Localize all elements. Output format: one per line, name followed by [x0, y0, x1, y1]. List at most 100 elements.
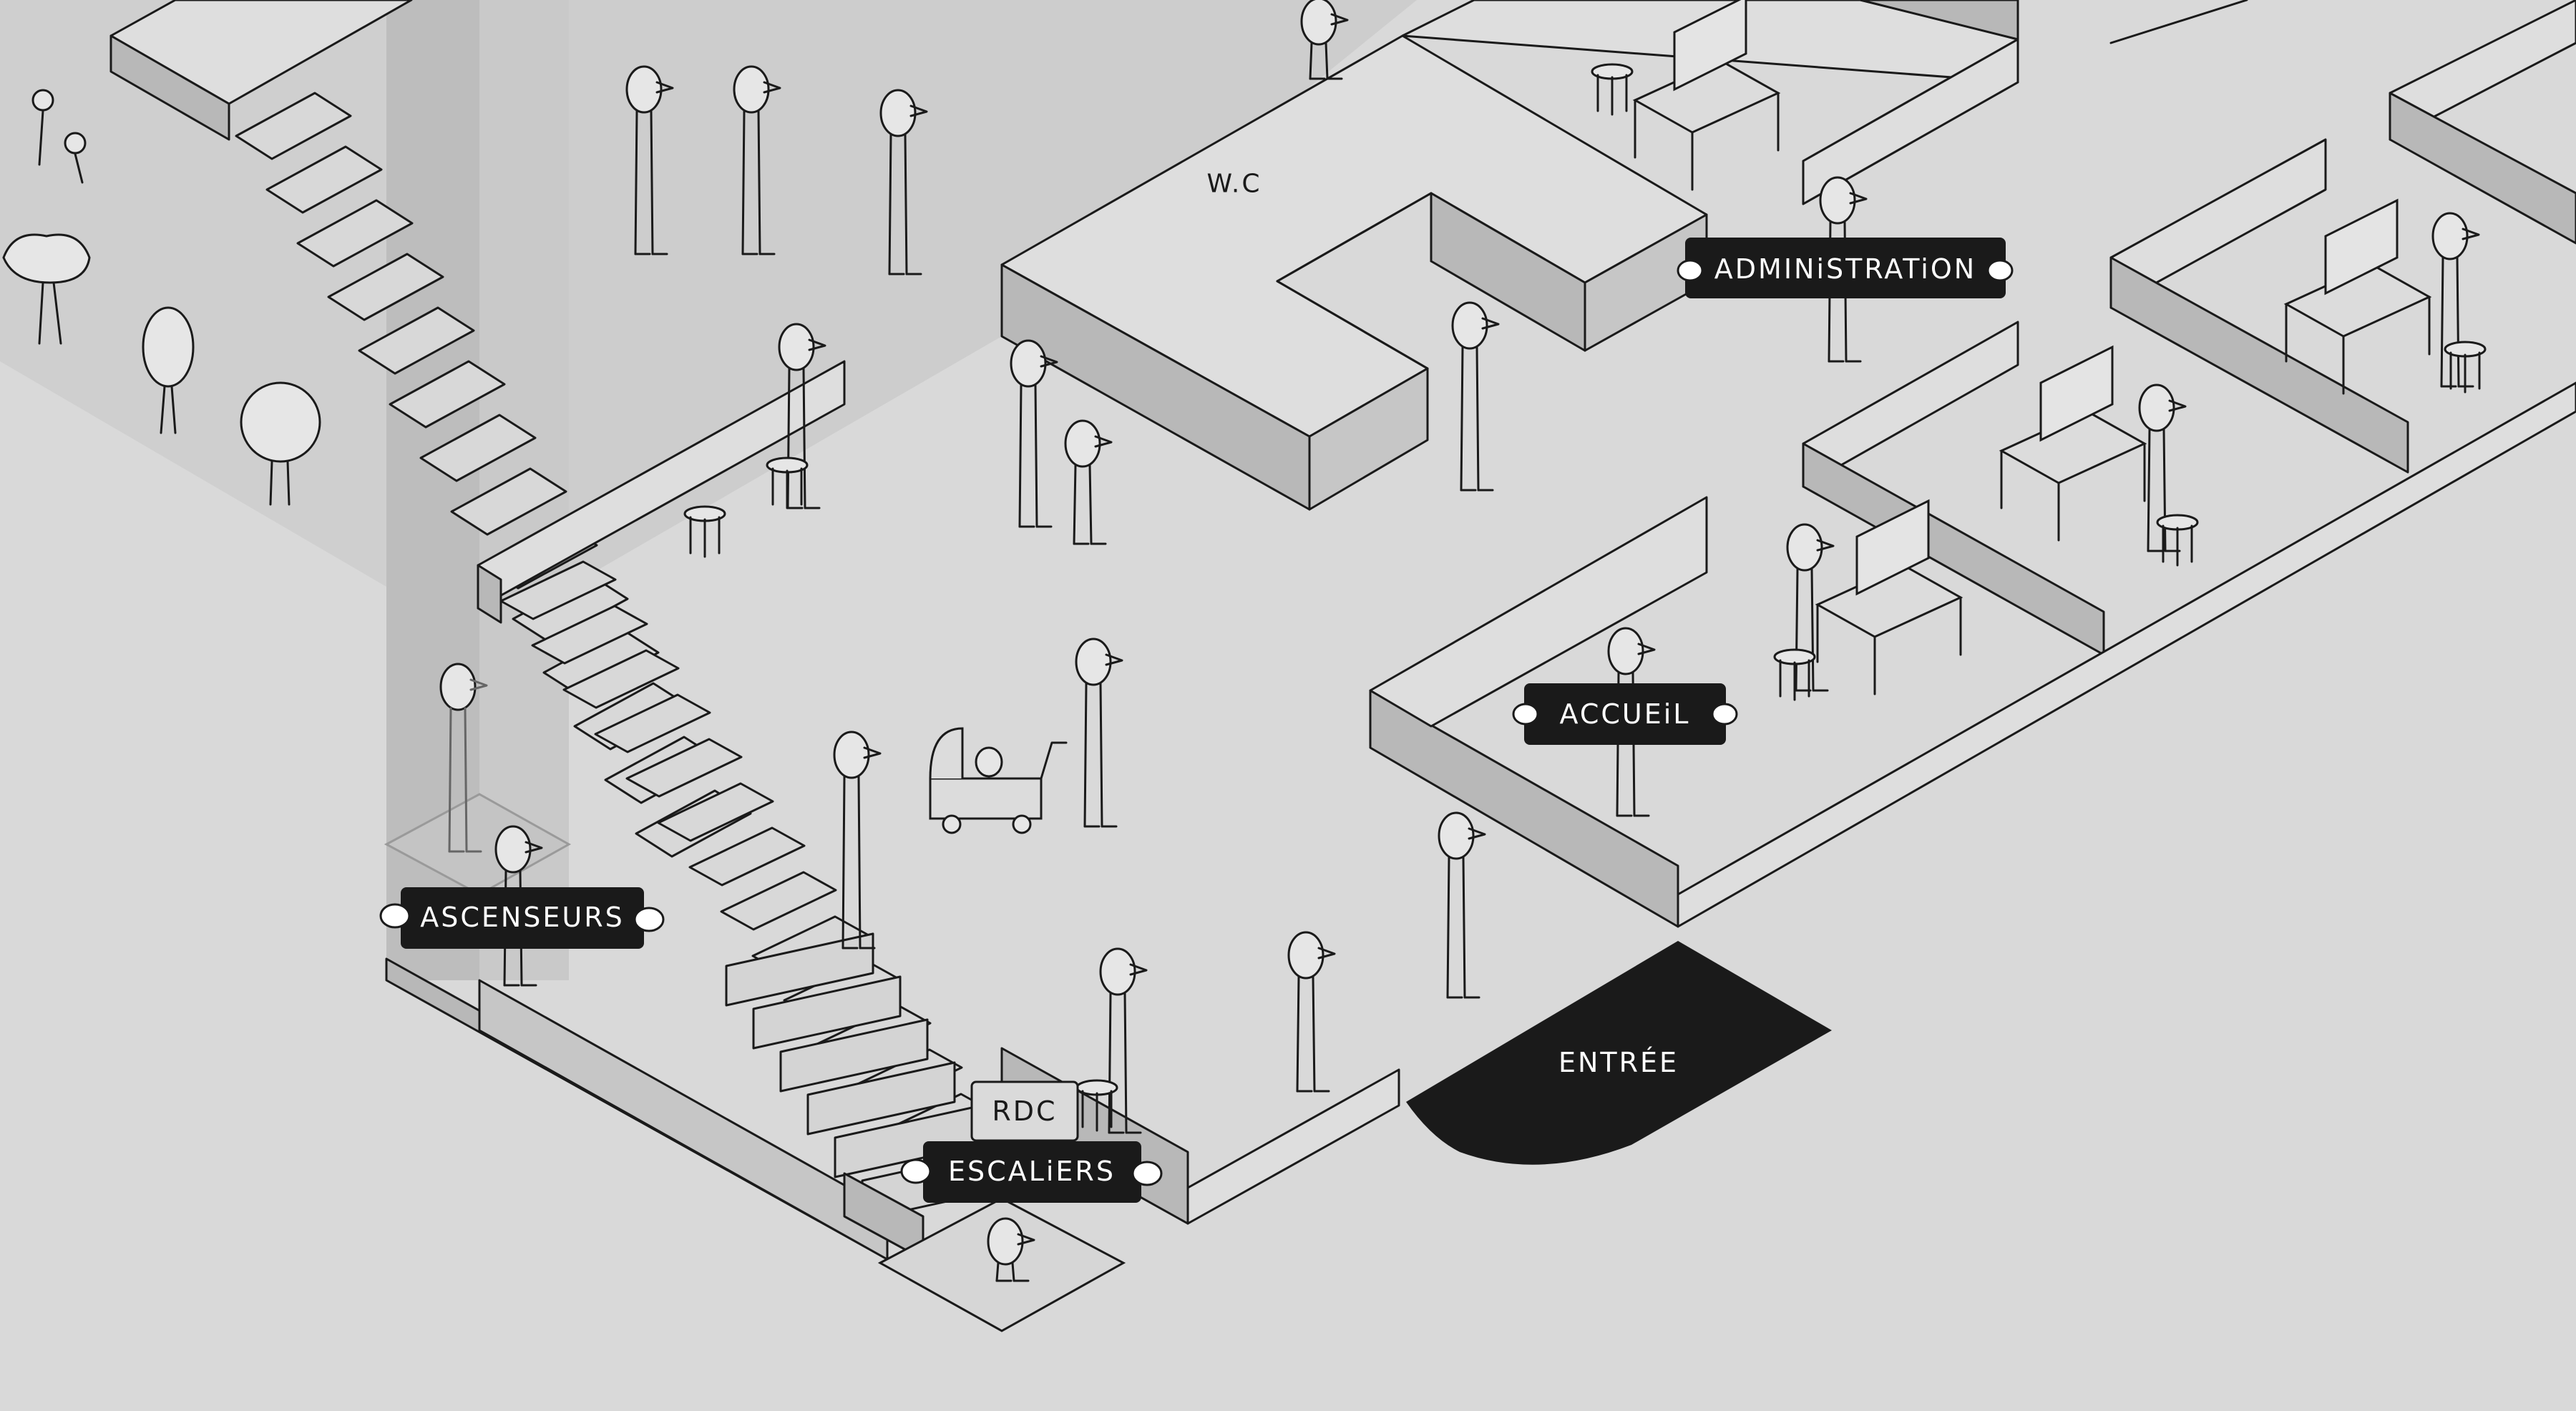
leg-icon: [1324, 42, 1329, 80]
leg-icon: [904, 133, 908, 275]
leg-icon: [1018, 384, 1023, 528]
beak-icon: [1481, 317, 1500, 330]
leg-icon: [1088, 464, 1093, 545]
head-icon: [625, 65, 663, 114]
leg-icon: [2456, 256, 2460, 388]
head-icon: [439, 663, 477, 711]
stair-step: [806, 1061, 956, 1136]
beak-icon: [525, 841, 543, 854]
round-tree-icon: [240, 381, 321, 506]
leg-icon: [650, 109, 654, 255]
monitor-icon: [2324, 198, 2399, 296]
wc-label: W.C: [1206, 170, 1262, 199]
bush-icon: [142, 306, 195, 434]
stair-tread: [499, 560, 617, 620]
stair-tread: [419, 414, 537, 482]
leg-icon: [1108, 992, 1112, 1134]
stair-tread: [531, 605, 648, 665]
beak-icon: [1330, 13, 1349, 26]
leg-icon: [1309, 42, 1313, 80]
sign-rdc-label: RDC: [992, 1095, 1057, 1127]
person-figure: [439, 663, 488, 853]
head-icon: [987, 1217, 1024, 1266]
stair-tread: [296, 199, 414, 268]
sign-ascenseurs: ASCENSEURS: [379, 887, 665, 949]
head-icon: [778, 323, 815, 371]
stair-tread: [657, 782, 774, 842]
head-icon: [1010, 339, 1047, 388]
desk-icon: [2283, 198, 2432, 395]
sign-accueil: ACCUEiL: [1512, 683, 1738, 745]
head-icon: [1300, 0, 1337, 46]
beak-icon: [1468, 827, 1486, 840]
stair-tread: [625, 738, 743, 798]
head-icon: [2431, 212, 2469, 260]
person-figure: [778, 323, 826, 509]
person-figure: [1064, 419, 1113, 545]
head-icon: [1786, 523, 1823, 572]
leg-icon: [634, 109, 638, 255]
wc-block: [1000, 34, 1708, 511]
leg-icon: [1011, 1261, 1015, 1282]
leg-icon: [1446, 856, 1450, 999]
leg-icon: [1475, 346, 1480, 492]
sign-accueil-label: ACCUEiL: [1560, 698, 1691, 730]
elevator-cab: [384, 793, 572, 896]
beak-icon: [863, 746, 882, 759]
person-figure: [733, 65, 781, 255]
staircase: [235, 92, 1010, 1221]
beak-icon: [1816, 539, 1835, 552]
beak-icon: [1129, 963, 1148, 976]
person-figure: [1075, 638, 1123, 828]
leg-icon: [2440, 256, 2444, 388]
stair-tread: [327, 253, 444, 321]
leg-icon: [841, 775, 846, 949]
sign-ascenseurs-label: ASCENSEURS: [420, 902, 625, 933]
monitor-icon: [1855, 499, 1930, 596]
beak-icon: [763, 81, 781, 94]
leg-icon: [1312, 975, 1316, 1093]
beak-icon: [655, 81, 674, 94]
office-row-walls: [1802, 0, 2576, 656]
stool-icon: [1773, 648, 1816, 701]
sign-escaliers: ESCALiERS: [900, 1141, 1163, 1203]
head-icon: [2138, 384, 2175, 432]
desk-icon: [1632, 0, 1781, 191]
person-figure: [625, 65, 674, 255]
beak-icon: [469, 678, 488, 691]
leg-icon: [1810, 567, 1815, 692]
leg-icon: [757, 109, 761, 255]
beak-icon: [1017, 1233, 1035, 1246]
head-icon: [1438, 811, 1475, 860]
sign-escaliers-label: ESCALiERS: [948, 1156, 1116, 1187]
person-figure: [987, 1217, 1035, 1282]
stool-icon: [1075, 1079, 1118, 1132]
leg-icon: [1083, 682, 1088, 828]
head-icon: [733, 65, 770, 114]
leg-icon: [2147, 428, 2151, 552]
stair-tread: [265, 145, 383, 214]
leg-icon: [1099, 682, 1103, 828]
beak-icon: [1849, 192, 1868, 205]
head-icon: [1451, 301, 1488, 350]
stroller-icon: [929, 727, 1068, 834]
beak-icon: [909, 104, 928, 117]
person-figure: [1786, 523, 1835, 692]
stair-landing-wall: [477, 360, 846, 624]
beak-icon: [2462, 228, 2480, 240]
stool-icon: [766, 456, 809, 509]
head-icon: [494, 825, 532, 874]
leg-icon: [1795, 567, 1799, 692]
sign-administration-label: ADMINiSTRATiON: [1714, 253, 1976, 285]
leg-icon: [1073, 464, 1077, 545]
leg-icon: [995, 1261, 1000, 1282]
person-figure: [1451, 301, 1500, 492]
beak-icon: [808, 338, 826, 351]
entrance-label: ENTRÉE: [1558, 1047, 1679, 1078]
stair-step: [752, 975, 902, 1050]
beak-icon: [1094, 435, 1113, 448]
head-icon: [1607, 627, 1644, 675]
leg-icon: [1123, 992, 1128, 1134]
stair-tread: [594, 693, 711, 753]
